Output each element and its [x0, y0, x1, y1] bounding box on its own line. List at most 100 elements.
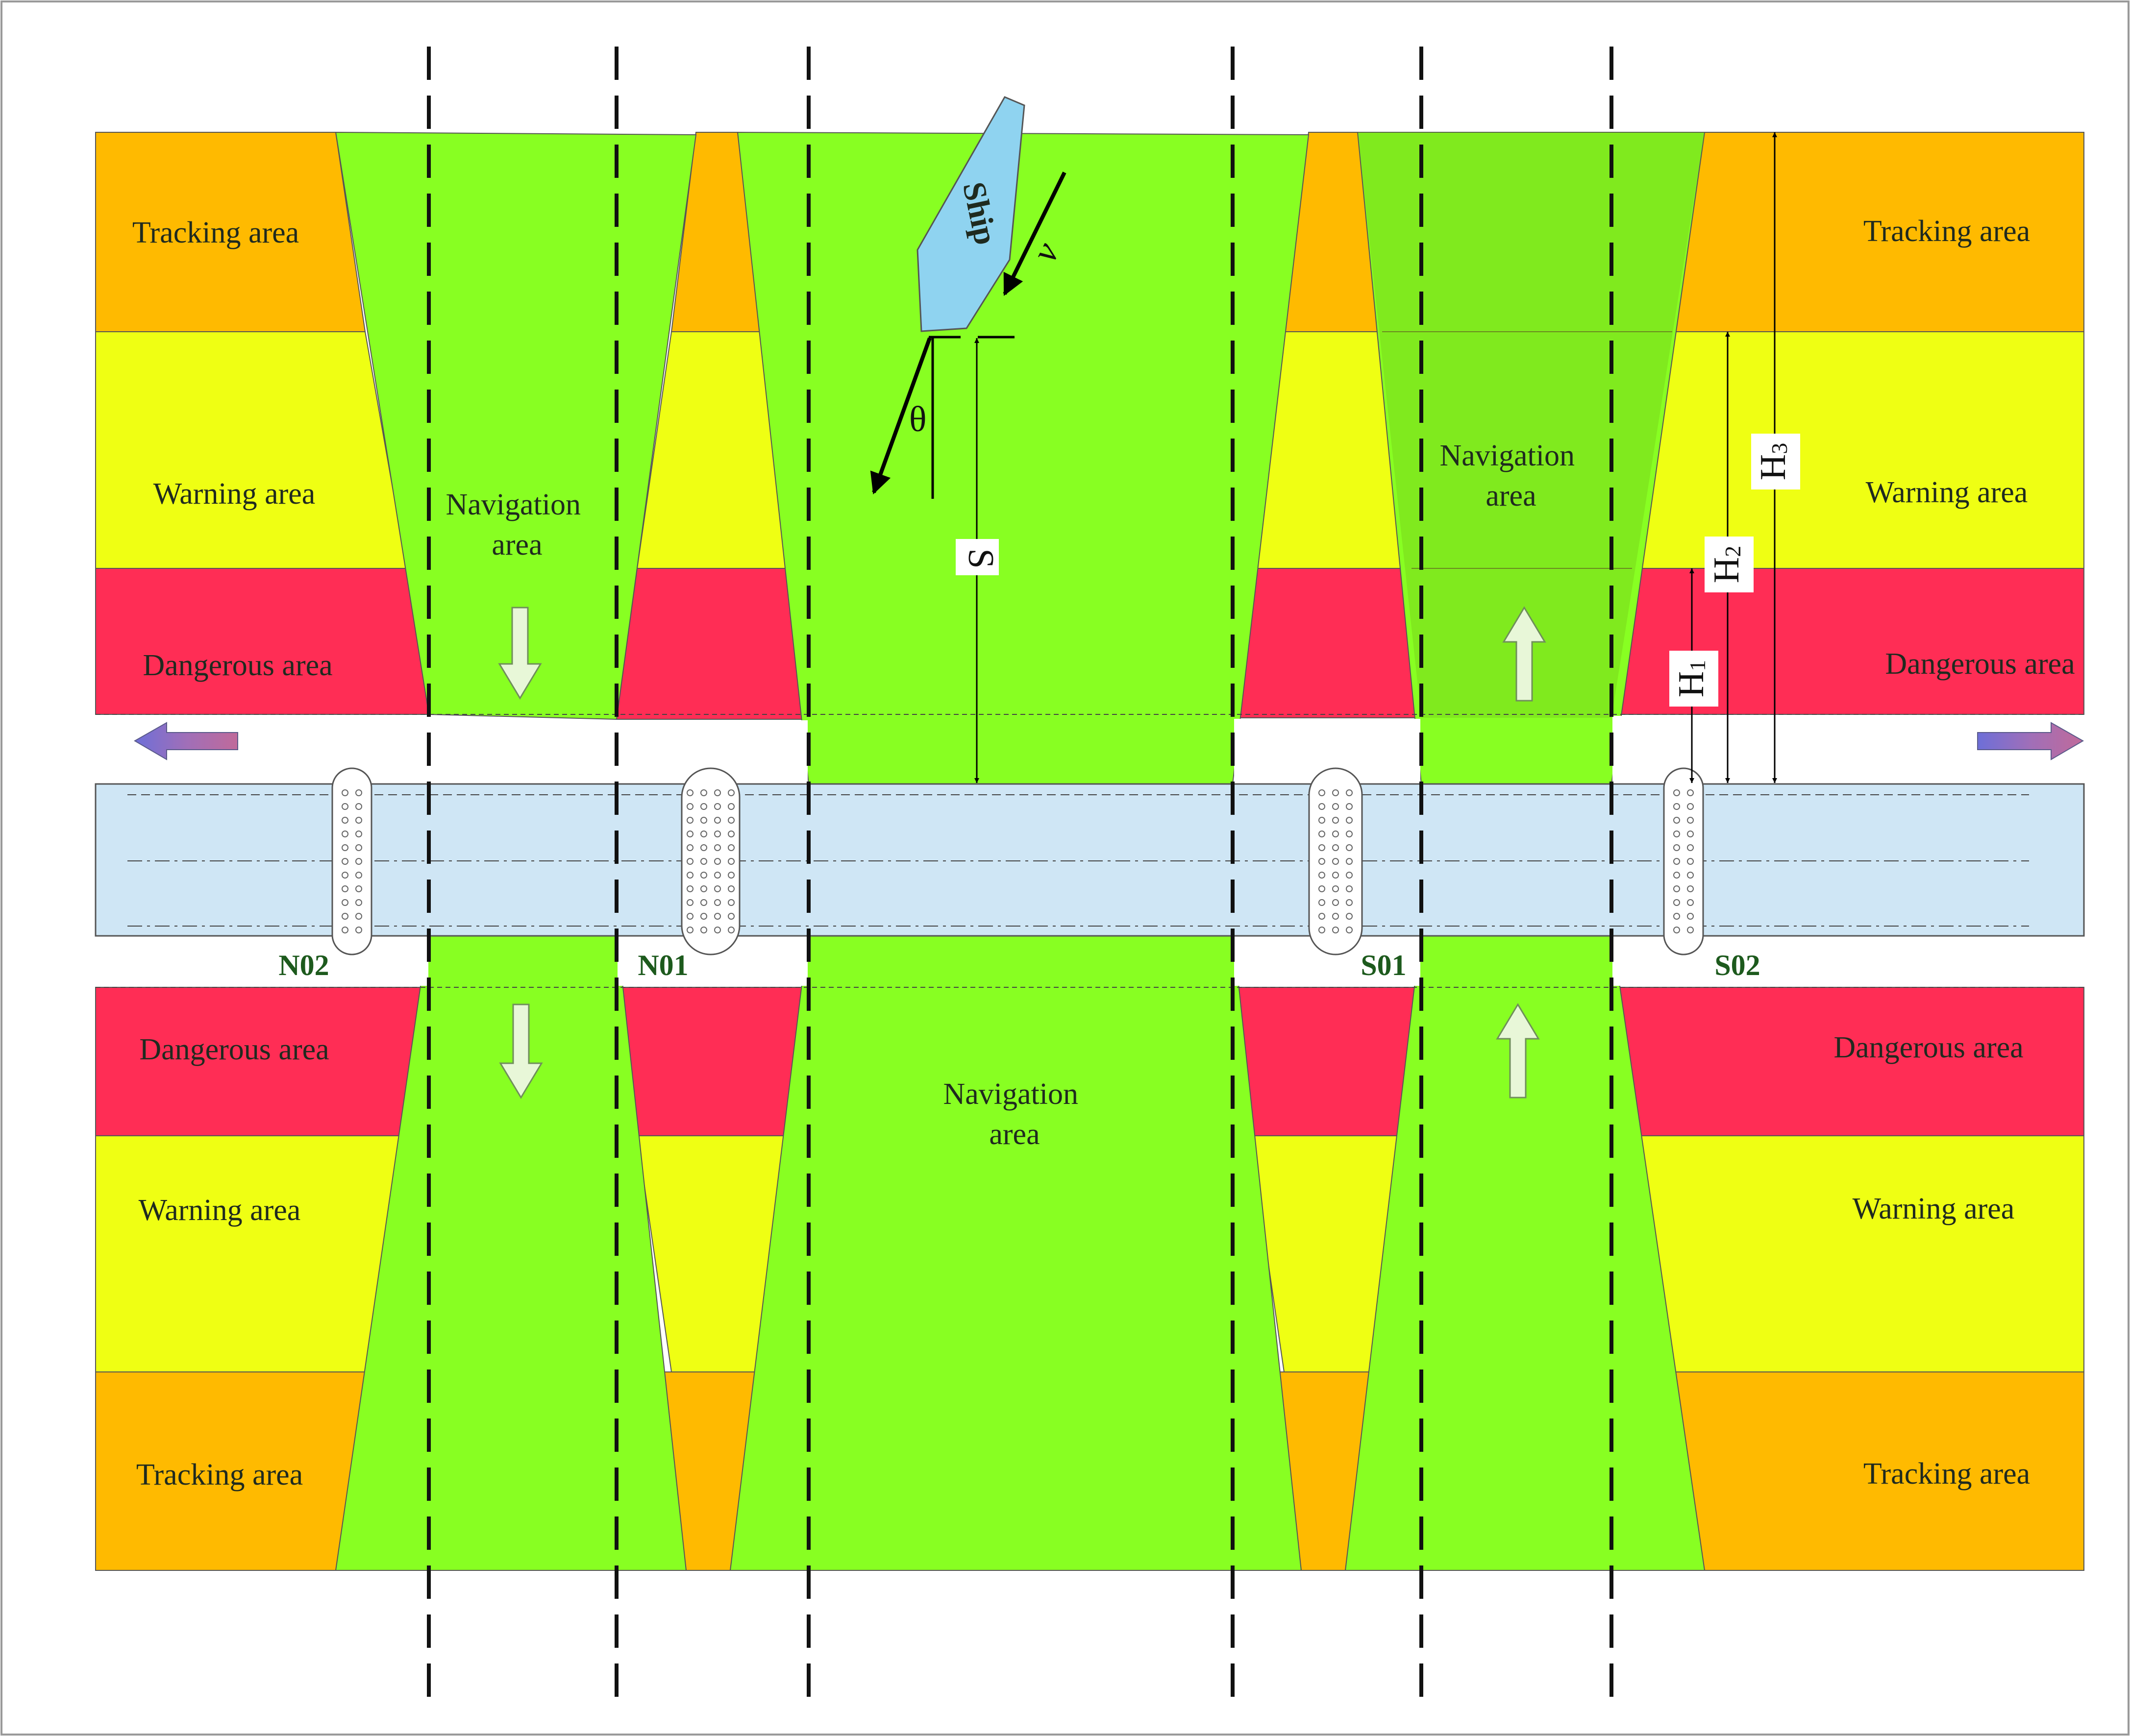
pier-n01-dot — [728, 844, 735, 851]
label-warning-bottom-right: Warning area — [1853, 1192, 2015, 1225]
distance-h2-label: H2 — [1707, 546, 1747, 583]
pier-s02-dot — [1673, 885, 1680, 892]
distance-h1-sub: 1 — [1685, 660, 1710, 671]
pier-n01-dot — [700, 885, 707, 892]
pier-n02-dot — [355, 885, 362, 892]
pier-s01-dot — [1332, 872, 1339, 879]
pier-s02 — [1663, 767, 1704, 955]
pier-s02-dot — [1673, 844, 1680, 851]
outflow-arrow-right — [1977, 722, 2084, 760]
nav-bc-line1: Navigation — [943, 1077, 1079, 1111]
pier-n02-dot — [355, 803, 362, 810]
pier-s02-dot — [1673, 913, 1680, 920]
pier-s02-dot — [1673, 817, 1680, 824]
pier-s01-dot — [1318, 858, 1325, 865]
pier-n01-dot — [728, 913, 735, 920]
distance-h1-label-bg — [1669, 651, 1718, 707]
nav-tr-line2: area — [1486, 479, 1536, 513]
pier-s02-dot — [1673, 789, 1680, 796]
pier-n01-dot — [687, 858, 693, 865]
pier-s02-dot — [1673, 899, 1680, 906]
ship-hull — [916, 96, 1025, 332]
pier-s02-dot — [1687, 789, 1694, 796]
nav-tl-line2: area — [492, 528, 542, 562]
pier-s02-dot — [1687, 803, 1694, 810]
pier-s01-dot — [1332, 913, 1339, 920]
warning-area-bottom-left — [95, 1135, 408, 1372]
label-navigation-bottom-center: Navigation area — [943, 1077, 1086, 1151]
pier-n02-dot — [355, 844, 362, 851]
distance-h3-sub: 3 — [1767, 443, 1792, 454]
pier-n02-dot — [355, 831, 362, 837]
pier-n01-dot — [700, 803, 707, 810]
pier-n01-dot — [687, 831, 693, 837]
pier-s01-dot — [1346, 913, 1353, 920]
pier-n01-dot — [714, 858, 721, 865]
pier-s01-dot — [1346, 817, 1353, 824]
pier-n01-dot — [687, 803, 693, 810]
distance-h1-letter: H — [1671, 671, 1711, 697]
pier-s02-dot — [1687, 858, 1694, 865]
distance-s-label-bg — [956, 539, 999, 575]
pier-n01-dot — [728, 858, 735, 865]
pier-s02-dot — [1687, 885, 1694, 892]
pier-s01-dot — [1318, 831, 1325, 837]
pier-n02-dot — [342, 789, 348, 796]
dangerous-strip-bottom-s — [1232, 987, 1422, 1136]
pier-n02-dot — [342, 803, 348, 810]
pier-n01-dot — [687, 789, 693, 796]
pier-n02 — [331, 767, 372, 955]
distance-h2-label-bg — [1705, 537, 1754, 592]
dangerous-strip-top-s — [1232, 568, 1422, 718]
pier-s01-dot — [1332, 858, 1339, 865]
pier-s02-dot — [1687, 927, 1694, 933]
pier-n01-dot — [700, 913, 707, 920]
pier-n01-dot — [714, 927, 721, 933]
pier-n01-dot — [728, 789, 735, 796]
pier-n01-dot — [714, 831, 721, 837]
flow-arrow-top-left — [498, 607, 542, 700]
gap-top-left — [96, 716, 428, 784]
warning-area-top-left — [95, 331, 408, 569]
pier-n01-dot — [700, 789, 707, 796]
pier-s02-dot — [1673, 831, 1680, 837]
distance-h2-sub: 2 — [1720, 546, 1745, 557]
gap-bottom-left — [96, 937, 428, 986]
pier-label-n01: N01 — [638, 949, 688, 981]
pier-label-n02: N02 — [278, 949, 329, 981]
pier-s01-dot — [1318, 803, 1325, 810]
pier-s01-dot — [1346, 803, 1353, 810]
bridge-deck — [95, 783, 2085, 937]
pier-n01-dot — [728, 803, 735, 810]
pier-n01-dot — [728, 885, 735, 892]
pier-n01-dot — [728, 899, 735, 906]
label-dangerous-top-right: Dangerous area — [1885, 647, 2075, 681]
velocity-arrow — [1003, 171, 1066, 296]
pier-n01-dot — [728, 817, 735, 824]
pier-s01-dot — [1332, 831, 1339, 837]
label-warning-top-left: Warning area — [153, 477, 316, 511]
pier-s01-dot — [1346, 858, 1353, 865]
label-tracking-top-right: Tracking area — [1863, 215, 2030, 248]
pier-n02-dot — [342, 872, 348, 879]
pier-n01-dot — [700, 831, 707, 837]
pier-s01-dot — [1346, 885, 1353, 892]
pier-n01-dot — [700, 872, 707, 879]
angle-label: θ — [909, 399, 926, 440]
pier-s01-dot — [1318, 872, 1325, 879]
pier-s02-dot — [1673, 803, 1680, 810]
pier-s01-dot — [1318, 817, 1325, 824]
label-navigation-top-right: Navigation area — [1440, 439, 1583, 513]
pier-s01-dot — [1346, 844, 1353, 851]
pier-s01-dot — [1332, 899, 1339, 906]
pier-n02-dot — [355, 789, 362, 796]
pier-boundary-lines — [427, 47, 1613, 1705]
pier-s01-dot — [1318, 844, 1325, 851]
heading-arrow — [870, 337, 932, 495]
pier-s02-dot — [1687, 872, 1694, 879]
pier-n01-dot — [687, 817, 693, 824]
pier-n01-dot — [700, 817, 707, 824]
pier-s02-dot — [1673, 927, 1680, 933]
pier-n02-dot — [355, 913, 362, 920]
